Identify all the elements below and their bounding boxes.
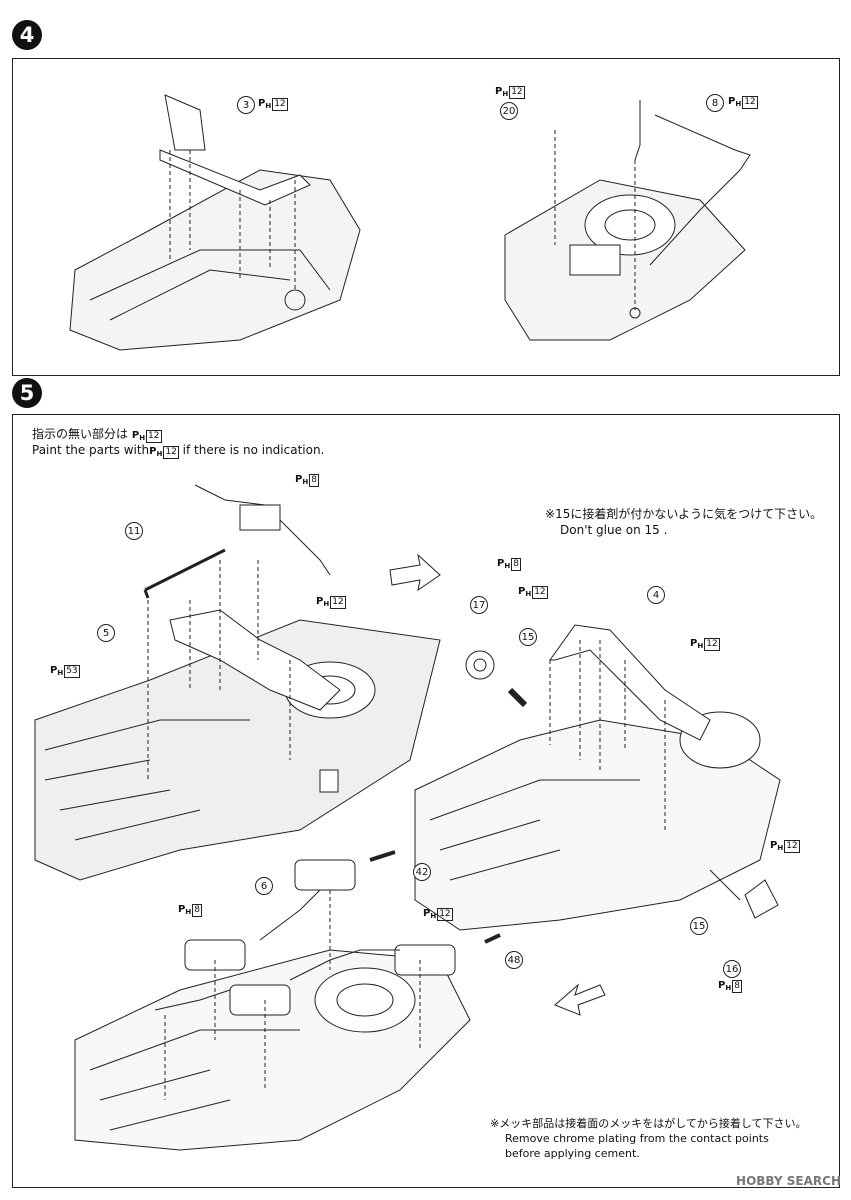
part-48-label: 48	[505, 951, 523, 969]
part-11-label: 11	[125, 522, 143, 540]
part-3-label: 3	[237, 96, 255, 114]
part-42-label: 42	[413, 863, 431, 881]
part-6-label: 6	[255, 877, 273, 895]
chrome-note-en-2: before applying cement.	[505, 1147, 640, 1160]
part-20-label: 20	[500, 102, 518, 120]
glue-note-en: Don't glue on 15 .	[560, 523, 668, 537]
part-15-label: 15	[690, 917, 708, 935]
part-17-label: 17	[470, 596, 488, 614]
part-5-label: 5	[97, 624, 115, 642]
chrome-note-en-1: Remove chrome plating from the contact p…	[505, 1132, 769, 1145]
watermark: HOBBY SEARCH	[736, 1174, 841, 1188]
part-16-label: 16	[723, 960, 741, 978]
part-8-label: 8	[706, 94, 724, 112]
glue-note-jp: ※15に接着剤が付かないように気をつけて下さい。	[545, 507, 823, 521]
part-15-label: 15	[519, 628, 537, 646]
step-4-badge: 4	[12, 20, 42, 50]
part-4-label: 4	[647, 586, 665, 604]
chrome-note-jp: ※メッキ部品は接着面のメッキをはがしてから接着して下さい。	[490, 1117, 807, 1130]
step-5-badge: 5	[12, 378, 42, 408]
